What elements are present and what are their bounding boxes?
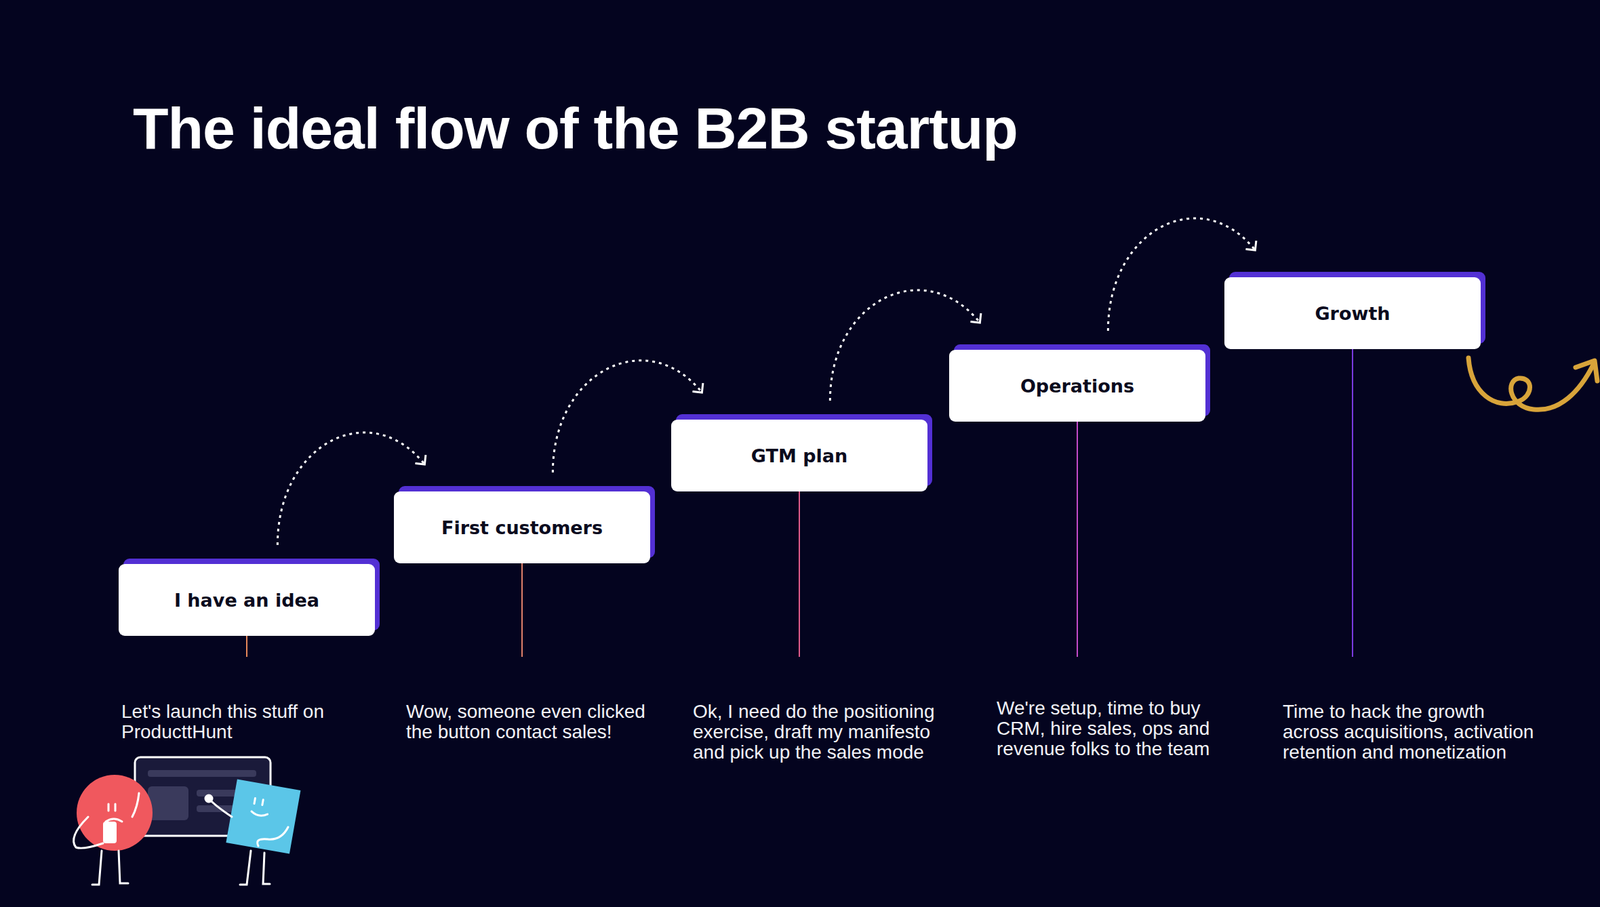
step-label: Growth xyxy=(1314,303,1390,325)
arrow-head xyxy=(970,313,981,323)
leader-line xyxy=(1351,349,1354,657)
leader-line xyxy=(798,491,800,657)
step-box: Growth xyxy=(1224,277,1481,350)
step-label: GTM plan xyxy=(751,445,848,467)
step-label: Operations xyxy=(1020,375,1135,397)
step-description: Ok, I need do the positioning exercise, … xyxy=(692,701,946,763)
step-description: Time to hack the growth across acquisiti… xyxy=(1282,701,1535,763)
step-label: I have an idea xyxy=(174,589,320,611)
arrow-head xyxy=(1245,240,1256,251)
squiggle-head xyxy=(1575,360,1598,382)
step-description: We're setup, time to buy CRM, hire sales… xyxy=(996,698,1249,760)
leader-line xyxy=(1076,421,1078,657)
step-description: Wow, someone even clicked the button con… xyxy=(406,701,659,743)
arrow-head xyxy=(414,454,426,465)
diagram-title: The ideal flow of the B2B startup xyxy=(132,94,1018,163)
step-label: First customers xyxy=(441,517,603,539)
leader-line xyxy=(246,635,248,657)
illustration xyxy=(73,757,302,885)
step-box: Operations xyxy=(949,349,1206,422)
step-box: First customers xyxy=(393,491,651,564)
arrow-head xyxy=(692,383,703,393)
leader-line xyxy=(521,563,523,657)
step-description: Let's launch this stuff on ProducttHunt xyxy=(121,701,374,743)
step-box: GTM plan xyxy=(671,419,928,492)
step-box: I have an idea xyxy=(118,564,375,636)
